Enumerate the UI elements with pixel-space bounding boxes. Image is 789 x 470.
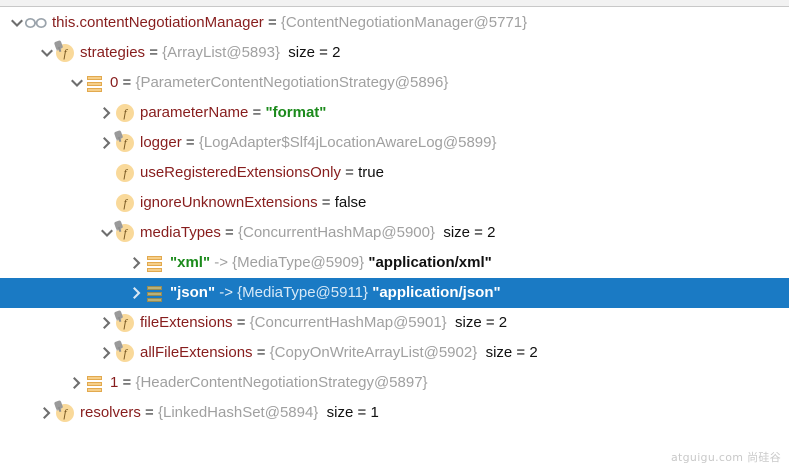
collection-size: size = 2 [288, 44, 341, 61]
tree-row[interactable]: f allFileExtensions = {CopyOnWriteArrayLi… [0, 338, 789, 368]
variables-tree[interactable]: this.contentNegotiationManager = {Conten… [0, 7, 789, 428]
object-reference: {LogAdapter$Slf4jLocationAwareLog@5899} [198, 134, 497, 151]
tree-row[interactable]: "xml" -> {MediaType@5909} "application/x… [0, 248, 789, 278]
list-entry-icon [145, 248, 165, 278]
tree-row[interactable]: f parameterName = "format" [0, 98, 789, 128]
separator: = [118, 74, 136, 91]
object-reference: {ContentNegotiationManager@5771} [280, 14, 528, 31]
variable-name: mediaTypes [140, 224, 221, 241]
field-final-icon: f [113, 218, 135, 248]
variable-name: "xml" [170, 254, 211, 271]
list-entry-icon [85, 68, 105, 98]
field-icon: f [115, 188, 135, 218]
chevron-right-icon[interactable] [98, 98, 115, 128]
field-icon: f [115, 158, 135, 188]
object-reference: {MediaType@5911} [237, 284, 369, 301]
variable-name: logger [140, 134, 182, 151]
space [280, 38, 288, 68]
field-final-icon: f [113, 128, 135, 158]
twisty-spacer [98, 158, 115, 188]
field-final-icon: f [53, 38, 75, 68]
tree-row[interactable]: f resolvers = {LinkedHashSet@5894} size =… [0, 398, 789, 428]
space [447, 308, 455, 338]
space [435, 218, 443, 248]
chevron-right-icon[interactable] [98, 338, 115, 368]
list-entry-icon [85, 368, 105, 398]
variable-name: this.contentNegotiationManager [52, 14, 264, 31]
chevron-down-icon[interactable] [38, 38, 55, 68]
tree-row[interactable]: f strategies = {ArrayList@5893} size = 2 [0, 38, 789, 68]
chevron-right-icon[interactable] [68, 368, 85, 398]
separator: -> [215, 284, 238, 301]
collection-size: size = 2 [455, 314, 508, 331]
panel-top-divider [0, 0, 789, 7]
object-reference: {HeaderContentNegotiationStrategy@5897} [135, 374, 428, 391]
variable-name: parameterName [140, 104, 249, 121]
variable-name: "json" [170, 284, 216, 301]
field-icon: f [115, 98, 135, 128]
tree-row[interactable]: f ignoreUnknownExtensions = false [0, 188, 789, 218]
space [318, 398, 326, 428]
chevron-right-icon[interactable] [98, 308, 115, 338]
collection-size: size = 2 [485, 344, 538, 361]
separator: = [248, 104, 266, 121]
variable-name: useRegisteredExtensionsOnly [140, 164, 341, 181]
variable-value: false [334, 194, 367, 211]
separator: = [317, 194, 335, 211]
object-reference: {ArrayList@5893} [162, 44, 280, 61]
separator: = [118, 374, 136, 391]
variable-name: fileExtensions [140, 314, 233, 331]
variable-value: "application/json" [372, 284, 501, 301]
watermark: atguigu.com 尚硅谷 [670, 451, 781, 464]
variable-name: strategies [80, 44, 146, 61]
tree-row[interactable]: 0 = {ParameterContentNegotiationStrategy… [0, 68, 789, 98]
variable-value: true [358, 164, 384, 181]
variable-name: resolvers [80, 404, 141, 421]
variable-value: "format" [265, 104, 327, 121]
chevron-right-icon[interactable] [128, 248, 145, 278]
separator: = [220, 224, 238, 241]
separator: = [252, 344, 270, 361]
collection-size: size = 2 [443, 224, 496, 241]
separator: = [140, 404, 158, 421]
variable-name: 0 [110, 74, 119, 91]
field-final-icon: f [53, 398, 75, 428]
object-reference: {ParameterContentNegotiationStrategy@589… [135, 74, 449, 91]
variable-name: 1 [110, 374, 119, 391]
tree-row[interactable]: f mediaTypes = {ConcurrentHashMap@5900} s… [0, 218, 789, 248]
chevron-right-icon[interactable] [128, 278, 145, 308]
field-final-icon: f [113, 338, 135, 368]
separator: -> [210, 254, 233, 271]
object-reference: {CopyOnWriteArrayList@5902} [269, 344, 478, 361]
chevron-down-icon[interactable] [8, 8, 25, 38]
object-reference: {ConcurrentHashMap@5901} [249, 314, 447, 331]
field-final-icon: f [113, 308, 135, 338]
object-reference: {LinkedHashSet@5894} [157, 404, 319, 421]
chevron-down-icon[interactable] [68, 68, 85, 98]
object-reference: {MediaType@5909} [232, 254, 365, 271]
twisty-spacer [98, 188, 115, 218]
chevron-right-icon[interactable] [38, 398, 55, 428]
variable-value: "application/xml" [368, 254, 492, 271]
chevron-right-icon[interactable] [98, 128, 115, 158]
tree-row[interactable]: this.contentNegotiationManager = {Conten… [0, 8, 789, 38]
variable-name: ignoreUnknownExtensions [140, 194, 318, 211]
tree-row-selected[interactable]: "json" -> {MediaType@5911} "application/… [0, 278, 789, 308]
glasses-icon [25, 8, 47, 38]
separator: = [340, 164, 359, 181]
tree-row[interactable]: f fileExtensions = {ConcurrentHashMap@590… [0, 308, 789, 338]
object-reference: {ConcurrentHashMap@5900} [237, 224, 435, 241]
separator: = [263, 14, 281, 31]
collection-size: size = 1 [326, 404, 379, 421]
space [477, 338, 485, 368]
chevron-down-icon[interactable] [98, 218, 115, 248]
list-entry-icon [145, 278, 165, 308]
separator: = [145, 44, 163, 61]
tree-row[interactable]: 1 = {HeaderContentNegotiationStrategy@58… [0, 368, 789, 398]
tree-row[interactable]: f useRegisteredExtensionsOnly = true [0, 158, 789, 188]
separator: = [232, 314, 250, 331]
separator: = [181, 134, 199, 151]
variable-name: allFileExtensions [140, 344, 253, 361]
